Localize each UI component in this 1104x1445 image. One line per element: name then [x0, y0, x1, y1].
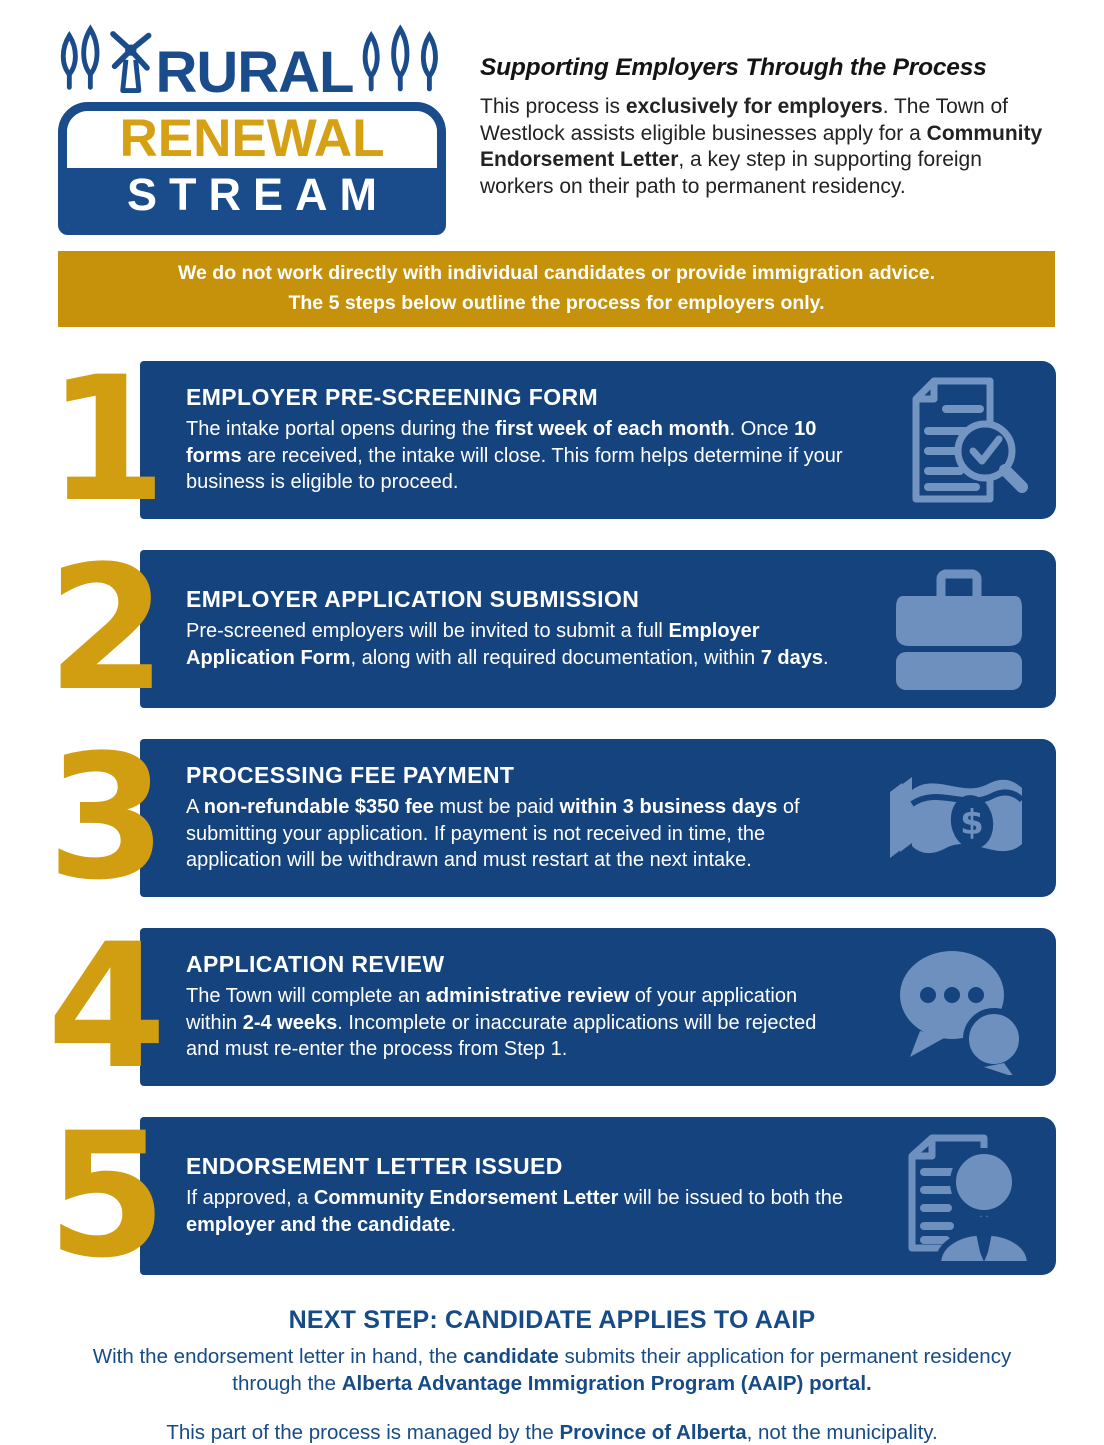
step-title: ENDORSEMENT LETTER ISSUED	[186, 1153, 563, 1180]
step-content: APPLICATION REVIEW The Town will complet…	[140, 951, 852, 1062]
intro-body: This process is exclusively for employer…	[480, 95, 1043, 198]
document-search-icon	[888, 373, 1030, 507]
logo-stream-text: STREAM	[67, 168, 437, 227]
chat-bubbles-icon	[888, 939, 1030, 1075]
logo-top-row: RURAL	[58, 16, 446, 102]
intro-section: Supporting Employers Through the Process…	[480, 16, 1056, 235]
step-row-4: 4 APPLICATION REVIEW The Town will compl…	[47, 920, 1056, 1092]
step-body: If approved, a Community Endorsement Let…	[186, 1187, 843, 1236]
step-number-2: 2	[47, 527, 167, 729]
step-body: A non-refundable $350 fee must be paid w…	[186, 796, 800, 871]
step-content: EMPLOYER APPLICATION SUBMISSION Pre-scre…	[140, 586, 852, 671]
notice-banner: We do not work directly with individual …	[58, 251, 1055, 327]
step-title: EMPLOYER APPLICATION SUBMISSION	[186, 586, 640, 613]
step-row-5: 5 ENDORSEMENT LETTER ISSUED If approved,…	[47, 1109, 1056, 1281]
infographic-page: RURAL RENEWAL STREAM Support	[0, 16, 1104, 1444]
step-body: The Town will complete an administrative…	[186, 985, 817, 1060]
money-icon: $	[880, 752, 1030, 884]
step-number-3: 3	[47, 716, 167, 918]
leaves-windmill-icon	[60, 24, 152, 93]
step-number-5: 5	[47, 1094, 167, 1296]
step-content: EMPLOYER PRE-SCREENING FORM The intake p…	[140, 384, 852, 495]
step-row-2: 2 EMPLOYER APPLICATION SUBMISSION Pre-sc…	[47, 542, 1056, 714]
footer-note: This part of the process is managed by t…	[166, 1421, 938, 1445]
briefcase-icon	[888, 564, 1030, 694]
step-number-1: 1	[47, 338, 167, 540]
header: RURAL RENEWAL STREAM Support	[0, 16, 1104, 236]
step-body: Pre-screened employers will be invited t…	[186, 620, 829, 669]
step-row-3: 3 PROCESSING FEE PAYMENT A non-refundabl…	[47, 731, 1056, 903]
step-title: EMPLOYER PRE-SCREENING FORM	[186, 384, 599, 411]
step-title: PROCESSING FEE PAYMENT	[186, 762, 515, 789]
trees-icon	[363, 24, 439, 92]
rural-renewal-stream-logo: RURAL RENEWAL STREAM	[58, 16, 446, 236]
steps-list: 1 EMPLOYER PRE-SCREENING FORM The intake…	[0, 353, 1104, 1281]
step-number-4: 4	[47, 905, 167, 1107]
svg-text:$: $	[960, 803, 984, 843]
step-row-1: 1 EMPLOYER PRE-SCREENING FORM The intake…	[47, 353, 1056, 525]
step-content: PROCESSING FEE PAYMENT A non-refundable …	[140, 762, 852, 873]
footer-body: With the endorsement letter in hand, the…	[92, 1344, 1012, 1395]
footer-heading: NEXT STEP: CANDIDATE APPLIES TO AAIP	[288, 1305, 816, 1334]
person-document-icon	[888, 1128, 1030, 1264]
logo-rural-text: RURAL	[155, 40, 354, 105]
logo-box: RENEWAL STREAM	[58, 102, 446, 236]
step-content: ENDORSEMENT LETTER ISSUED If approved, a…	[140, 1153, 852, 1238]
step-title: APPLICATION REVIEW	[186, 951, 445, 978]
intro-title: Supporting Employers Through the Process	[480, 54, 987, 81]
logo-renewal-text: RENEWAL	[67, 111, 437, 168]
step-body: The intake portal opens during the first…	[186, 418, 843, 493]
footer-section: NEXT STEP: CANDIDATE APPLIES TO AAIP Wit…	[0, 1306, 1104, 1445]
